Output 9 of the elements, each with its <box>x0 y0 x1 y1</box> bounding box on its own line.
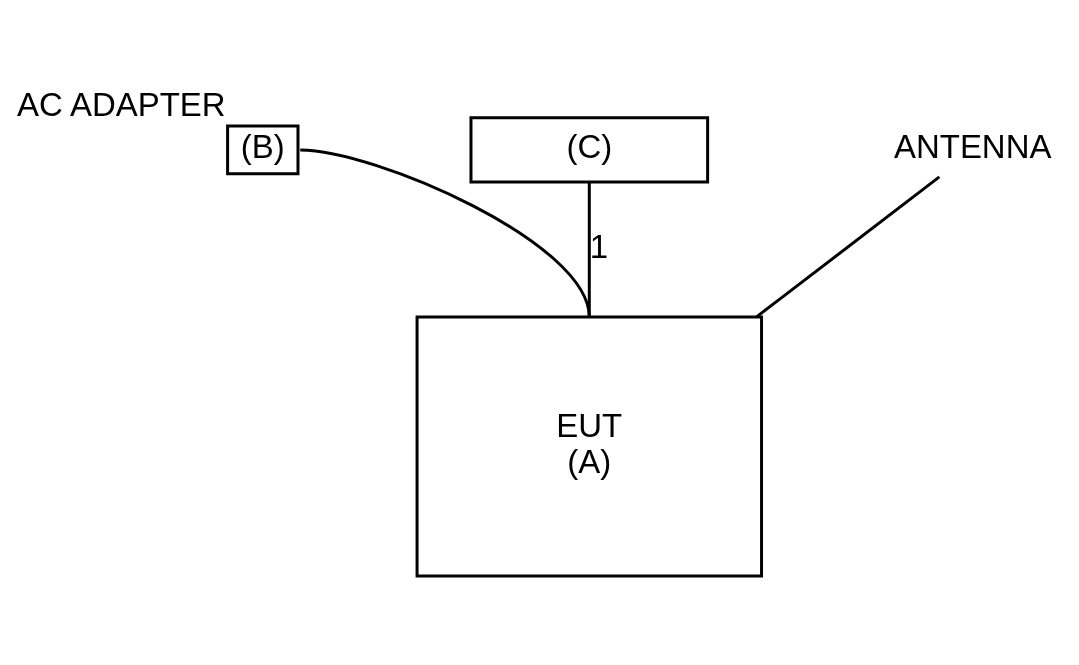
node-label: AC ADAPTER <box>16 85 226 123</box>
node-box: (C) <box>469 115 710 184</box>
node-box: EUT (A) <box>415 314 764 577</box>
node-text: ANTENNA <box>894 127 1052 165</box>
edge-label: 1 <box>589 227 609 265</box>
connector <box>755 175 941 318</box>
connector <box>300 147 591 317</box>
node-box: (B) <box>226 123 300 175</box>
connector <box>587 181 591 316</box>
